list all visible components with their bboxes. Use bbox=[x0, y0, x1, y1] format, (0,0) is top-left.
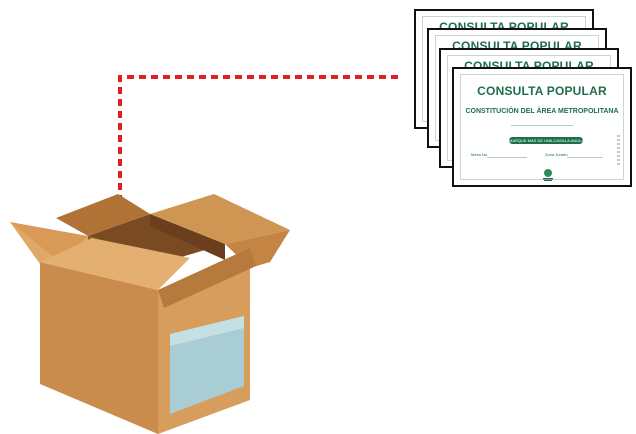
ballot-card-front: CONSULTA POPULAR CONSTITUCIÓN DEL ÁREA M… bbox=[452, 67, 632, 187]
ballot-border: CONSULTA POPULAR CONSTITUCIÓN DEL ÁREA M… bbox=[460, 74, 624, 181]
registry-seal-icon bbox=[543, 169, 553, 181]
ballot-field-mesa: Mesa No. bbox=[471, 152, 489, 157]
open-cardboard-box-icon bbox=[10, 194, 290, 434]
ballot-instruction-banner: MARQUE MAS DE UNA CASILLA ANULA EL VOTO bbox=[509, 137, 583, 144]
ballot-title: CONSULTA POPULAR bbox=[477, 84, 607, 98]
ballot-divider bbox=[511, 125, 573, 126]
dotted-connector bbox=[114, 75, 402, 210]
ballot-field-zona: Zona Jurado bbox=[545, 152, 568, 157]
ballot-side-mark bbox=[617, 135, 620, 165]
ballot-field-line bbox=[567, 157, 603, 158]
ballot-subtitle: CONSTITUCIÓN DEL ÁREA METROPOLITANA bbox=[465, 108, 619, 115]
ballot-field-line bbox=[487, 157, 527, 158]
